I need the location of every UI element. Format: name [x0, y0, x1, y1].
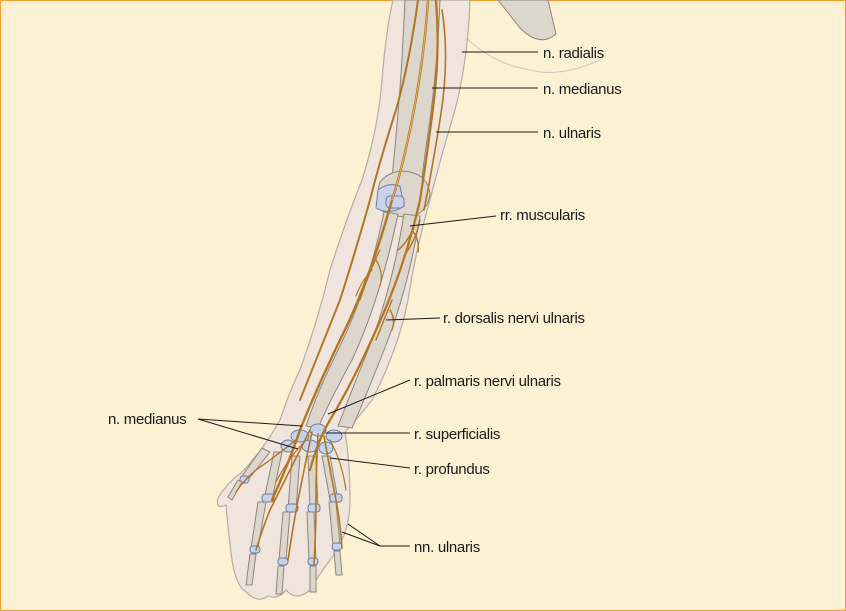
label-r-superficialis: r. superficialis [414, 426, 500, 443]
label-nn-ulnaris: nn. ulnaris [414, 539, 480, 556]
label-n-ulnaris: n. ulnaris [543, 125, 601, 142]
label-r-profundus: r. profundus [414, 461, 490, 478]
label-n-medianus-left: n. medianus [108, 411, 186, 428]
label-rr-muscularis: rr. muscularis [500, 207, 585, 224]
label-r-palmaris-nervi-ulnaris: r. palmaris nervi ulnaris [414, 373, 561, 390]
label-r-dorsalis-nervi-ulnaris: r. dorsalis nervi ulnaris [443, 310, 585, 327]
label-n-medianus-upper: n. medianus [543, 81, 621, 98]
label-n-radialis: n. radialis [543, 45, 604, 62]
